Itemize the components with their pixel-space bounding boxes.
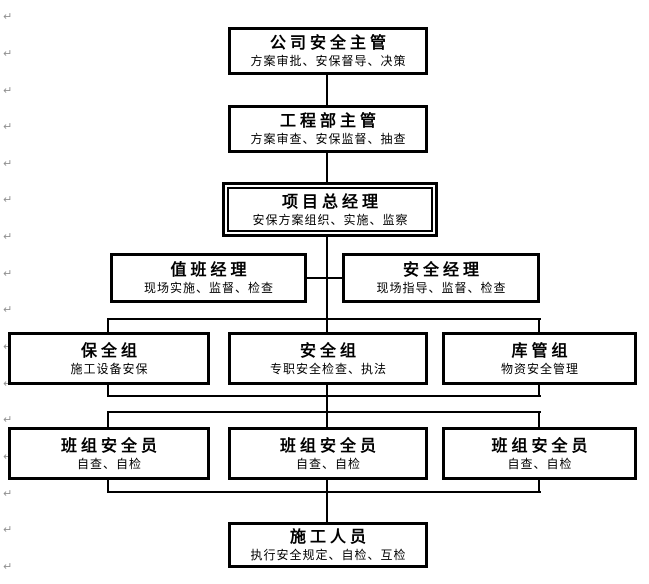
org-node-project-general-manager[interactable]: 项目总经理 安保方案组织、实施、监察 bbox=[222, 182, 438, 237]
node-title: 班组安全员 bbox=[279, 435, 380, 455]
node-subtitle: 方案审批、安保督导、决策 bbox=[250, 54, 407, 68]
org-node-warehouse-team[interactable]: 库管组 物资安全管理 bbox=[442, 332, 637, 385]
node-subtitle: 现场实施、监督、检查 bbox=[143, 281, 274, 295]
paragraph-mark: ↵ bbox=[3, 157, 13, 170]
node-title: 项目总经理 bbox=[281, 191, 382, 211]
paragraph-mark: ↵ bbox=[3, 84, 13, 97]
connector-line bbox=[538, 318, 540, 332]
node-subtitle: 物资安全管理 bbox=[500, 361, 579, 376]
node-title: 工程部主管 bbox=[279, 111, 380, 130]
node-subtitle: 现场指导、监督、检查 bbox=[376, 281, 507, 295]
node-subtitle: 专职安全检查、执法 bbox=[269, 361, 387, 376]
paragraph-mark: ↵ bbox=[3, 10, 13, 23]
node-title: 公司安全主管 bbox=[269, 33, 390, 52]
org-node-team-safety-officer-2[interactable]: 班组安全员 自查、自检 bbox=[228, 427, 428, 480]
connector-line bbox=[107, 491, 541, 493]
paragraph-mark: ↵ bbox=[3, 120, 13, 133]
org-node-team-safety-officer-1[interactable]: 班组安全员 自查、自检 bbox=[8, 427, 210, 480]
node-title: 班组安全员 bbox=[60, 435, 161, 455]
connector-line bbox=[326, 480, 328, 522]
node-subtitle: 安保方案组织、实施、监察 bbox=[252, 212, 409, 227]
org-node-construction-workers[interactable]: 施工人员 执行安全规定、自检、互检 bbox=[228, 522, 428, 568]
node-title: 保全组 bbox=[80, 340, 141, 360]
node-title: 值班经理 bbox=[170, 260, 251, 279]
node-title: 安全经理 bbox=[402, 260, 483, 279]
connector-line bbox=[538, 480, 540, 493]
connector-line bbox=[107, 318, 109, 332]
connector-line bbox=[538, 385, 540, 397]
paragraph-mark: ↵ bbox=[3, 487, 13, 500]
org-node-company-safety-chief[interactable]: 公司安全主管 方案审批、安保督导、决策 bbox=[228, 27, 428, 75]
node-subtitle: 自查、自检 bbox=[295, 456, 361, 471]
connector-line bbox=[107, 318, 541, 320]
org-node-security-team[interactable]: 保全组 施工设备安保 bbox=[8, 332, 210, 385]
connector-line bbox=[107, 385, 109, 397]
node-subtitle: 自查、自检 bbox=[507, 456, 573, 471]
paragraph-mark: ↵ bbox=[3, 230, 13, 243]
paragraph-mark: ↵ bbox=[3, 267, 13, 280]
node-title: 安全组 bbox=[299, 340, 360, 360]
connector-line bbox=[326, 237, 328, 332]
org-node-engineering-dept-chief[interactable]: 工程部主管 方案审查、安保监督、抽查 bbox=[228, 105, 428, 153]
node-title: 班组安全员 bbox=[491, 435, 592, 455]
node-subtitle: 执行安全规定、自检、互检 bbox=[250, 548, 407, 562]
node-subtitle: 方案审查、安保监督、抽查 bbox=[250, 132, 407, 146]
connector-line bbox=[107, 480, 109, 493]
org-node-safety-team[interactable]: 安全组 专职安全检查、执法 bbox=[228, 332, 428, 385]
connector-line bbox=[107, 411, 109, 427]
org-node-team-safety-officer-3[interactable]: 班组安全员 自查、自检 bbox=[442, 427, 637, 480]
connector-line bbox=[326, 153, 328, 182]
node-subtitle: 自查、自检 bbox=[76, 456, 142, 471]
paragraph-mark: ↵ bbox=[3, 193, 13, 206]
connector-line bbox=[326, 385, 328, 427]
paragraph-mark: ↵ bbox=[3, 378, 12, 389]
paragraph-mark: ↵ bbox=[3, 451, 12, 462]
connector-line bbox=[307, 277, 342, 279]
org-node-safety-manager[interactable]: 安全经理 现场指导、监督、检查 bbox=[342, 253, 540, 303]
paragraph-mark: ↵ bbox=[3, 341, 12, 352]
paragraph-mark: ↵ bbox=[3, 523, 13, 536]
connector-line bbox=[538, 411, 540, 427]
node-title: 施工人员 bbox=[289, 527, 370, 546]
node-title: 库管组 bbox=[511, 340, 572, 360]
org-node-duty-manager[interactable]: 值班经理 现场实施、监督、检查 bbox=[110, 253, 307, 303]
paragraph-mark: ↵ bbox=[3, 560, 13, 573]
node-subtitle: 施工设备安保 bbox=[70, 361, 149, 376]
paragraph-mark: ↵ bbox=[3, 47, 13, 60]
paragraph-mark: ↵ bbox=[3, 303, 13, 316]
connector-line bbox=[107, 395, 541, 397]
connector-line bbox=[107, 411, 541, 413]
paragraph-mark: ↵ bbox=[3, 413, 13, 426]
connector-line bbox=[326, 75, 328, 105]
